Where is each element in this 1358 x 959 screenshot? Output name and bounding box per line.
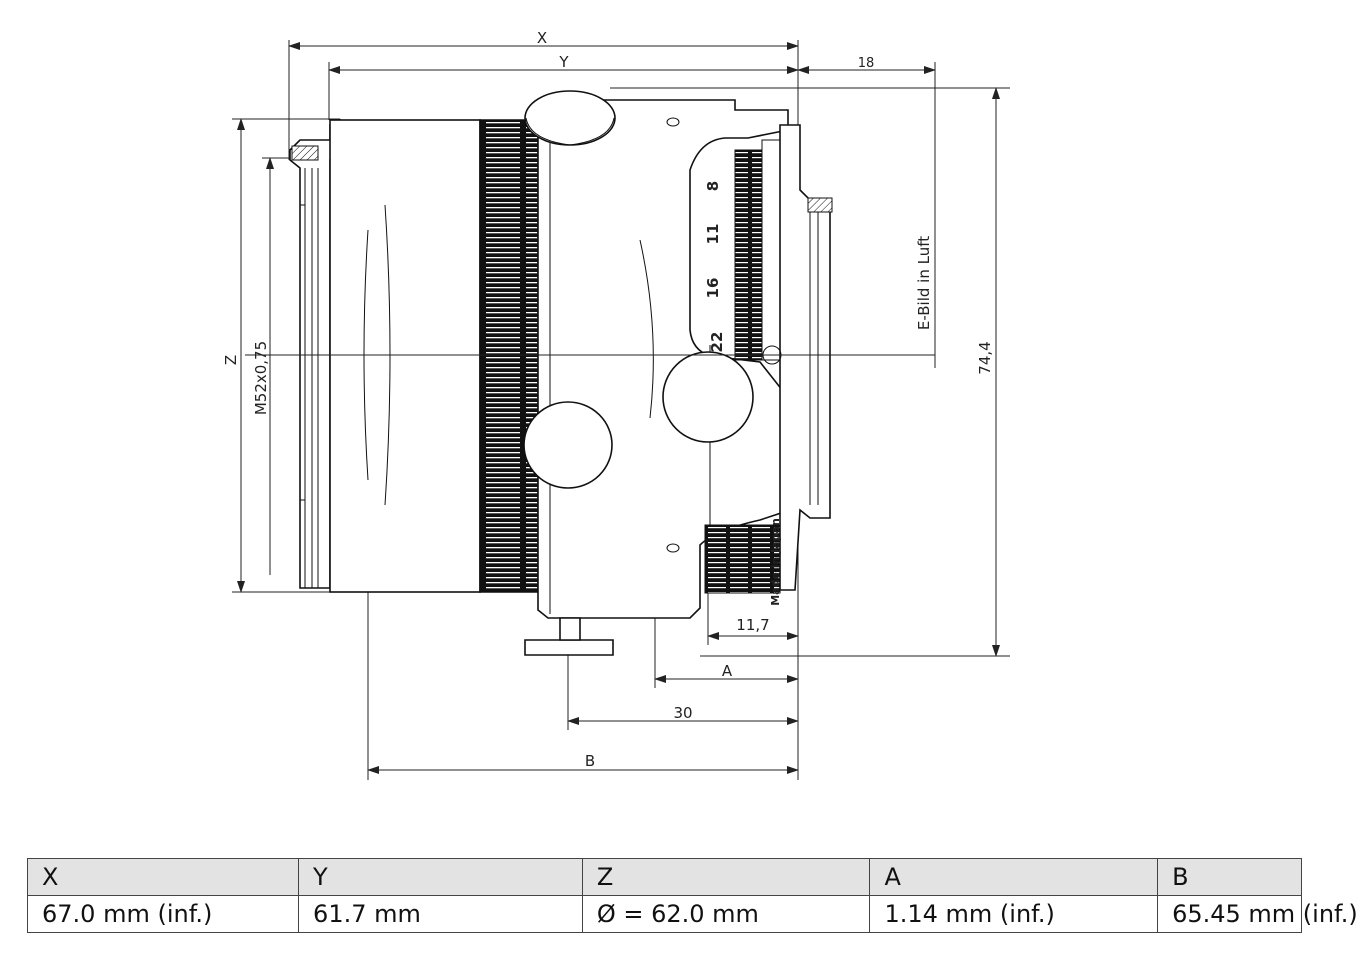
dim-label-thread: M52x0,75 [252, 341, 270, 415]
dim-label-height: 74,4 [976, 341, 994, 374]
table-cell-b: 65.45 mm (inf.) [1157, 895, 1358, 933]
dim-label-a: A [722, 662, 733, 680]
table-header-b: B [1157, 858, 1302, 896]
aperture-value: 22 [708, 332, 726, 353]
table-cell-z: Ø = 62.0 mm [581, 895, 871, 933]
dim-label-b: B [585, 752, 595, 770]
table-cell-y: 61.7 mm [298, 895, 583, 933]
table-header-a: A [869, 858, 1159, 896]
dimension-labels: X Y 18 Z M52x0,75 E-Bild in Luft 74,4 11… [222, 29, 994, 770]
dim-label-image-in-air: E-Bild in Luft [915, 236, 933, 330]
made-in-label: Made in Japan [769, 518, 782, 606]
dimension-lines [237, 42, 1000, 774]
dim-label-y: Y [558, 53, 569, 71]
lens-body [245, 90, 935, 656]
dim-label-x: X [537, 29, 547, 47]
dim-label-rear: 11,7 [736, 616, 769, 634]
table-cell-x: 67.0 mm (inf.) [26, 895, 300, 933]
table-header-x: X [26, 858, 300, 896]
aperture-value: 11 [704, 224, 722, 245]
aperture-value: 8 [704, 181, 722, 191]
table-cell-a: 1.14 mm (inf.) [869, 895, 1159, 933]
table-header-y: Y [298, 858, 583, 896]
dimensions-table: X Y Z A B 67.0 mm (inf.) 61.7 mm Ø = 62.… [26, 858, 1358, 933]
table-row: 67.0 mm (inf.) 61.7 mm Ø = 62.0 mm 1.14 … [26, 895, 1358, 933]
dim-label-flange: 18 [858, 56, 875, 71]
table-header-row: X Y Z A B [26, 858, 1302, 896]
table-header-z: Z [581, 858, 871, 896]
aperture-value: 16 [704, 278, 722, 299]
dim-label-thirty: 30 [673, 704, 692, 722]
aperture-scale: 8 11 16 22 [704, 181, 726, 353]
dim-label-z: Z [222, 355, 240, 365]
lens-dimension-drawing: 8 11 16 22 Made in Japan X Y 18 Z M52x0,… [222, 29, 1010, 780]
